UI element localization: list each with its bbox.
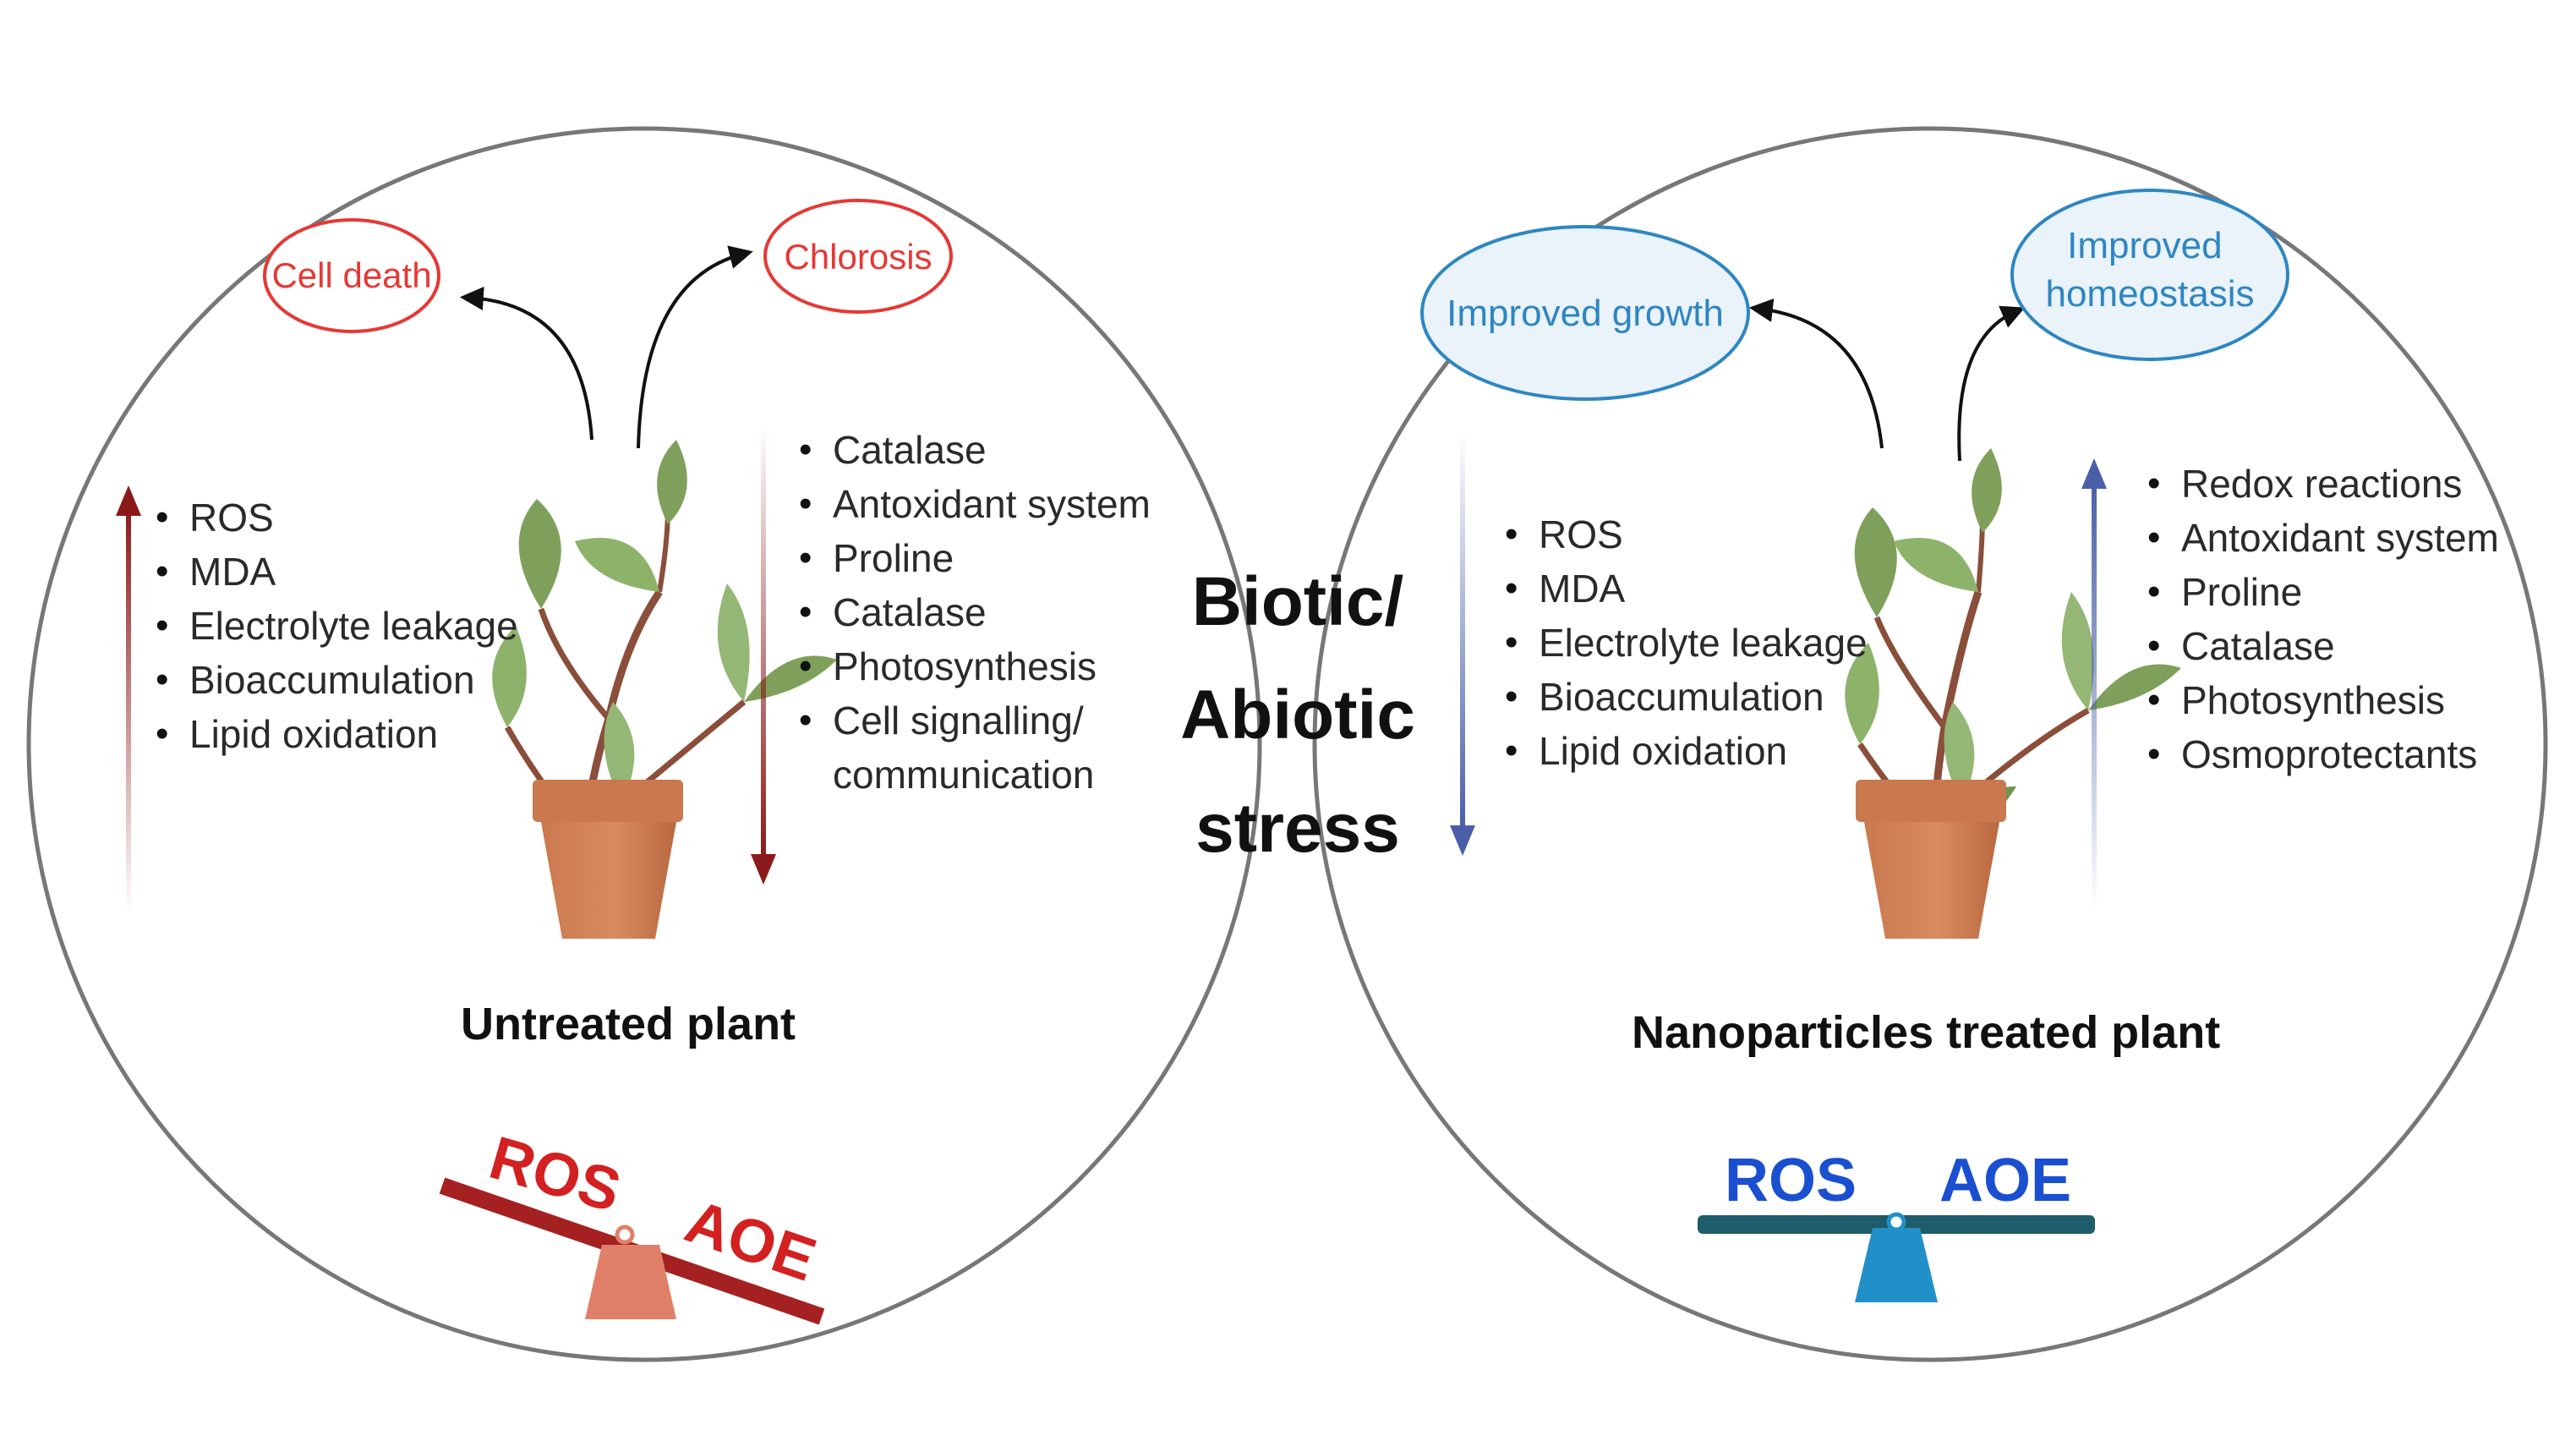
center-stress-label: Biotic/ Abiotic stress bbox=[1162, 545, 1433, 885]
list-item: ROS bbox=[1505, 507, 1919, 562]
list-item: Catalase bbox=[799, 423, 1188, 477]
untreated-plant-illustration bbox=[492, 440, 837, 939]
arrow-to-improved-homeostasis bbox=[1957, 305, 2026, 462]
center-line-3: stress bbox=[1195, 790, 1400, 867]
improved-growth-label: Improved growth bbox=[1447, 293, 1724, 334]
cell-death-bubble bbox=[263, 218, 440, 333]
list-item: Catalase bbox=[2147, 619, 2536, 673]
chlorosis-bubble bbox=[763, 199, 953, 314]
arrow-to-cell-death bbox=[459, 287, 593, 441]
decrease-arrow-treated bbox=[1450, 431, 1475, 856]
increase-arrow-treated bbox=[2081, 458, 2107, 909]
arrow-to-improved-growth bbox=[1748, 299, 1884, 449]
arrow-to-chlorosis bbox=[637, 245, 753, 449]
list-item: Photosynthesis bbox=[799, 639, 1188, 693]
center-line-2: Abiotic bbox=[1180, 677, 1415, 753]
list-item: Redox reactions bbox=[2147, 457, 2536, 511]
chlorosis-label: Chlorosis bbox=[784, 237, 932, 277]
treated-caption: Nanoparticles treated plant bbox=[1632, 1007, 2221, 1058]
cell-death-label: Cell death bbox=[271, 255, 431, 295]
treated-decreased-list: ROSMDAElectrolyte leakageBioaccumulation… bbox=[1505, 507, 1919, 778]
treated-increased-list: Redox reactionsAntoxidant systemProlineC… bbox=[2147, 457, 2536, 781]
list-item: Proline bbox=[799, 531, 1188, 585]
list-item: Osmoprotectants bbox=[2147, 727, 2536, 781]
list-item: Lipid oxidation bbox=[156, 707, 561, 761]
list-item: Electrolyte leakage bbox=[1505, 616, 1919, 670]
untreated-decreased-list: CatalaseAntoxidant systemProlineCatalase… bbox=[799, 423, 1188, 802]
center-line-1: Biotic/ bbox=[1191, 563, 1404, 640]
improved-homeostasis-bubble bbox=[2010, 189, 2289, 361]
improved-growth-bubble bbox=[1420, 225, 1750, 401]
list-item: Photosynthesis bbox=[2147, 673, 2536, 727]
list-item: Antoxidant system bbox=[2147, 511, 2536, 565]
list-item: Lipid oxidation bbox=[1505, 724, 1919, 778]
increase-arrow-untreated bbox=[116, 485, 141, 913]
balance-aoe-label: AOE bbox=[1939, 1147, 2071, 1214]
list-item: Electrolyte leakage bbox=[156, 599, 561, 653]
treated-circle bbox=[1312, 126, 2548, 1362]
untreated-increased-list: ROSMDAElectrolyte leakageBioaccumulation… bbox=[156, 490, 561, 761]
improved-homeostasis-label: Improved homeostasis bbox=[2045, 225, 2254, 315]
treated-balance: ROS AOE bbox=[1698, 1147, 2095, 1302]
list-item: MDA bbox=[156, 545, 561, 599]
list-item: Cell signalling/ communication bbox=[799, 693, 1188, 802]
list-item: Antoxidant system bbox=[799, 477, 1188, 531]
untreated-caption: Untreated plant bbox=[461, 999, 796, 1049]
decrease-arrow-untreated bbox=[751, 423, 776, 885]
list-item: Bioaccumulation bbox=[156, 653, 561, 707]
balance-ros-label: ROS bbox=[1725, 1147, 1857, 1214]
list-item: MDA bbox=[1505, 562, 1919, 616]
list-item: Bioaccumulation bbox=[1505, 670, 1919, 724]
untreated-balance: ROS AOE bbox=[439, 1124, 825, 1325]
list-item: ROS bbox=[156, 490, 561, 545]
list-item: Proline bbox=[2147, 565, 2536, 619]
untreated-circle bbox=[26, 126, 1262, 1362]
list-item: Catalase bbox=[799, 585, 1188, 639]
